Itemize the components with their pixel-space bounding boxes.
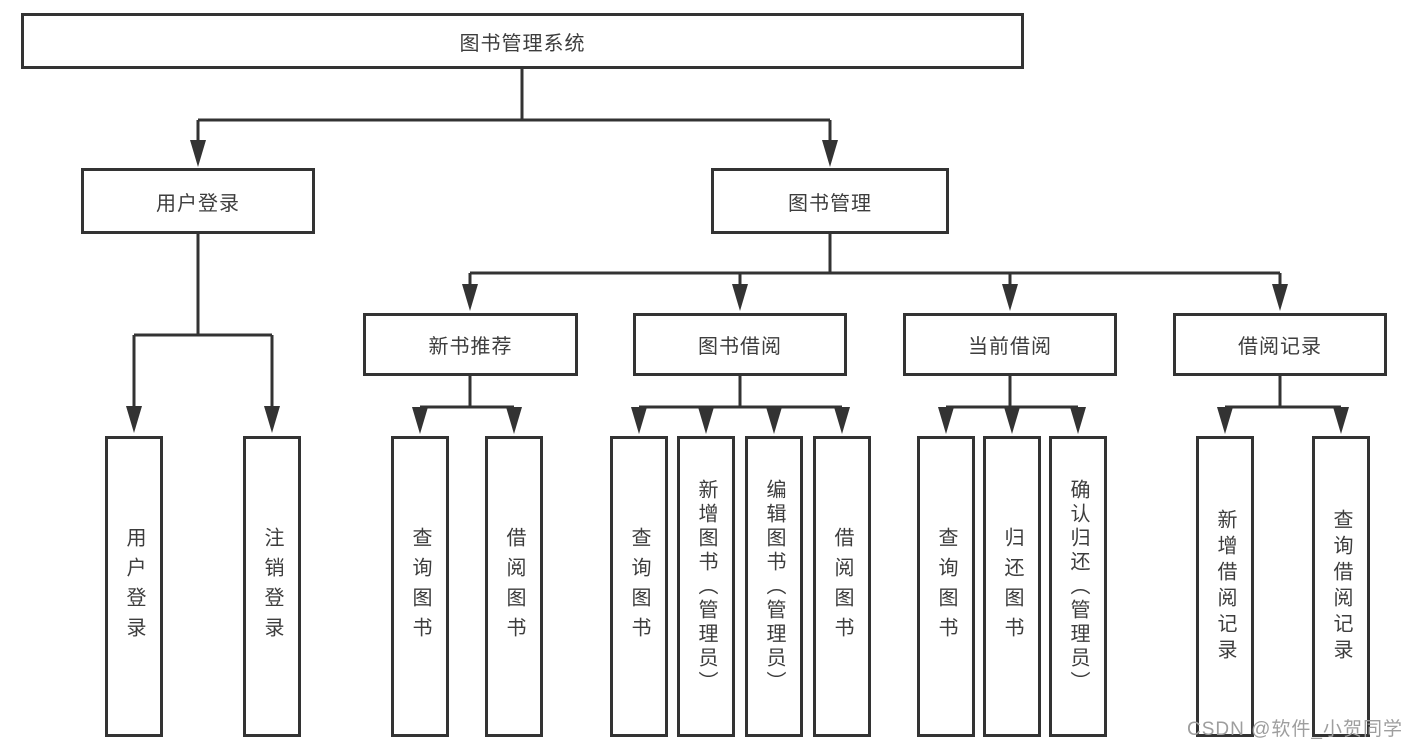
leaf-query-books-newbook: 查询图书 [391, 436, 449, 737]
leaf-borrow-books-borrowing: 借阅图书 [813, 436, 871, 737]
arrowheads [126, 140, 1349, 434]
node-current-borrowing: 当前借阅 [903, 313, 1117, 376]
leaf-edit-books-admin-label: 编辑图书（管理员） [763, 478, 785, 695]
leaf-borrow-books-newbook-label: 借阅图书 [503, 526, 525, 647]
leaf-add-borrow-record: 新增借阅记录 [1196, 436, 1254, 737]
leaf-borrow-books-borrowing-label: 借阅图书 [831, 526, 853, 647]
leaf-confirm-return-admin-label: 确认归还（管理员） [1067, 478, 1089, 695]
leaf-edit-books-admin: 编辑图书（管理员） [745, 436, 803, 737]
node-borrowing-records: 借阅记录 [1173, 313, 1387, 376]
leaf-query-books-borrowing-label: 查询图书 [628, 526, 650, 647]
node-current-borrowing-label: 当前借阅 [968, 336, 1052, 358]
leaf-borrow-books-newbook: 借阅图书 [485, 436, 543, 737]
node-root: 图书管理系统 [21, 13, 1024, 69]
node-book-borrowing-label: 图书借阅 [698, 336, 782, 358]
leaf-logout-login-label: 注销登录 [261, 526, 283, 647]
node-new-book-recommendation: 新书推荐 [363, 313, 578, 376]
leaf-query-borrow-record-label: 查询借阅记录 [1330, 508, 1352, 665]
node-book-borrowing: 图书借阅 [633, 313, 847, 376]
leaf-query-books-newbook-label: 查询图书 [409, 526, 431, 647]
leaf-confirm-return-admin: 确认归还（管理员） [1049, 436, 1107, 737]
node-user-login: 用户登录 [81, 168, 315, 234]
node-borrowing-records-label: 借阅记录 [1238, 336, 1322, 358]
leaf-add-borrow-record-label: 新增借阅记录 [1214, 508, 1236, 665]
leaf-add-books-admin: 新增图书（管理员） [677, 436, 735, 737]
leaf-query-borrow-record: 查询借阅记录 [1312, 436, 1370, 737]
node-new-book-recommendation-label: 新书推荐 [428, 336, 513, 358]
leaf-add-books-admin-label: 新增图书（管理员） [695, 478, 717, 695]
leaf-query-books-borrowing: 查询图书 [610, 436, 668, 737]
leaf-return-books-label: 归还图书 [1001, 526, 1023, 647]
leaf-user-login-label: 用户登录 [123, 526, 145, 647]
leaf-return-books: 归还图书 [983, 436, 1041, 737]
leaf-query-books-current: 查询图书 [917, 436, 975, 737]
leaf-logout-login: 注销登录 [243, 436, 301, 737]
node-book-management-label: 图书管理 [788, 192, 872, 215]
node-user-login-label: 用户登录 [156, 192, 240, 215]
node-book-management: 图书管理 [711, 168, 949, 234]
node-root-label: 图书管理系统 [459, 32, 586, 55]
leaf-query-books-current-label: 查询图书 [935, 526, 957, 647]
leaf-user-login: 用户登录 [105, 436, 163, 737]
watermark: CSDN @软件_小贺同学 [1187, 719, 1403, 740]
